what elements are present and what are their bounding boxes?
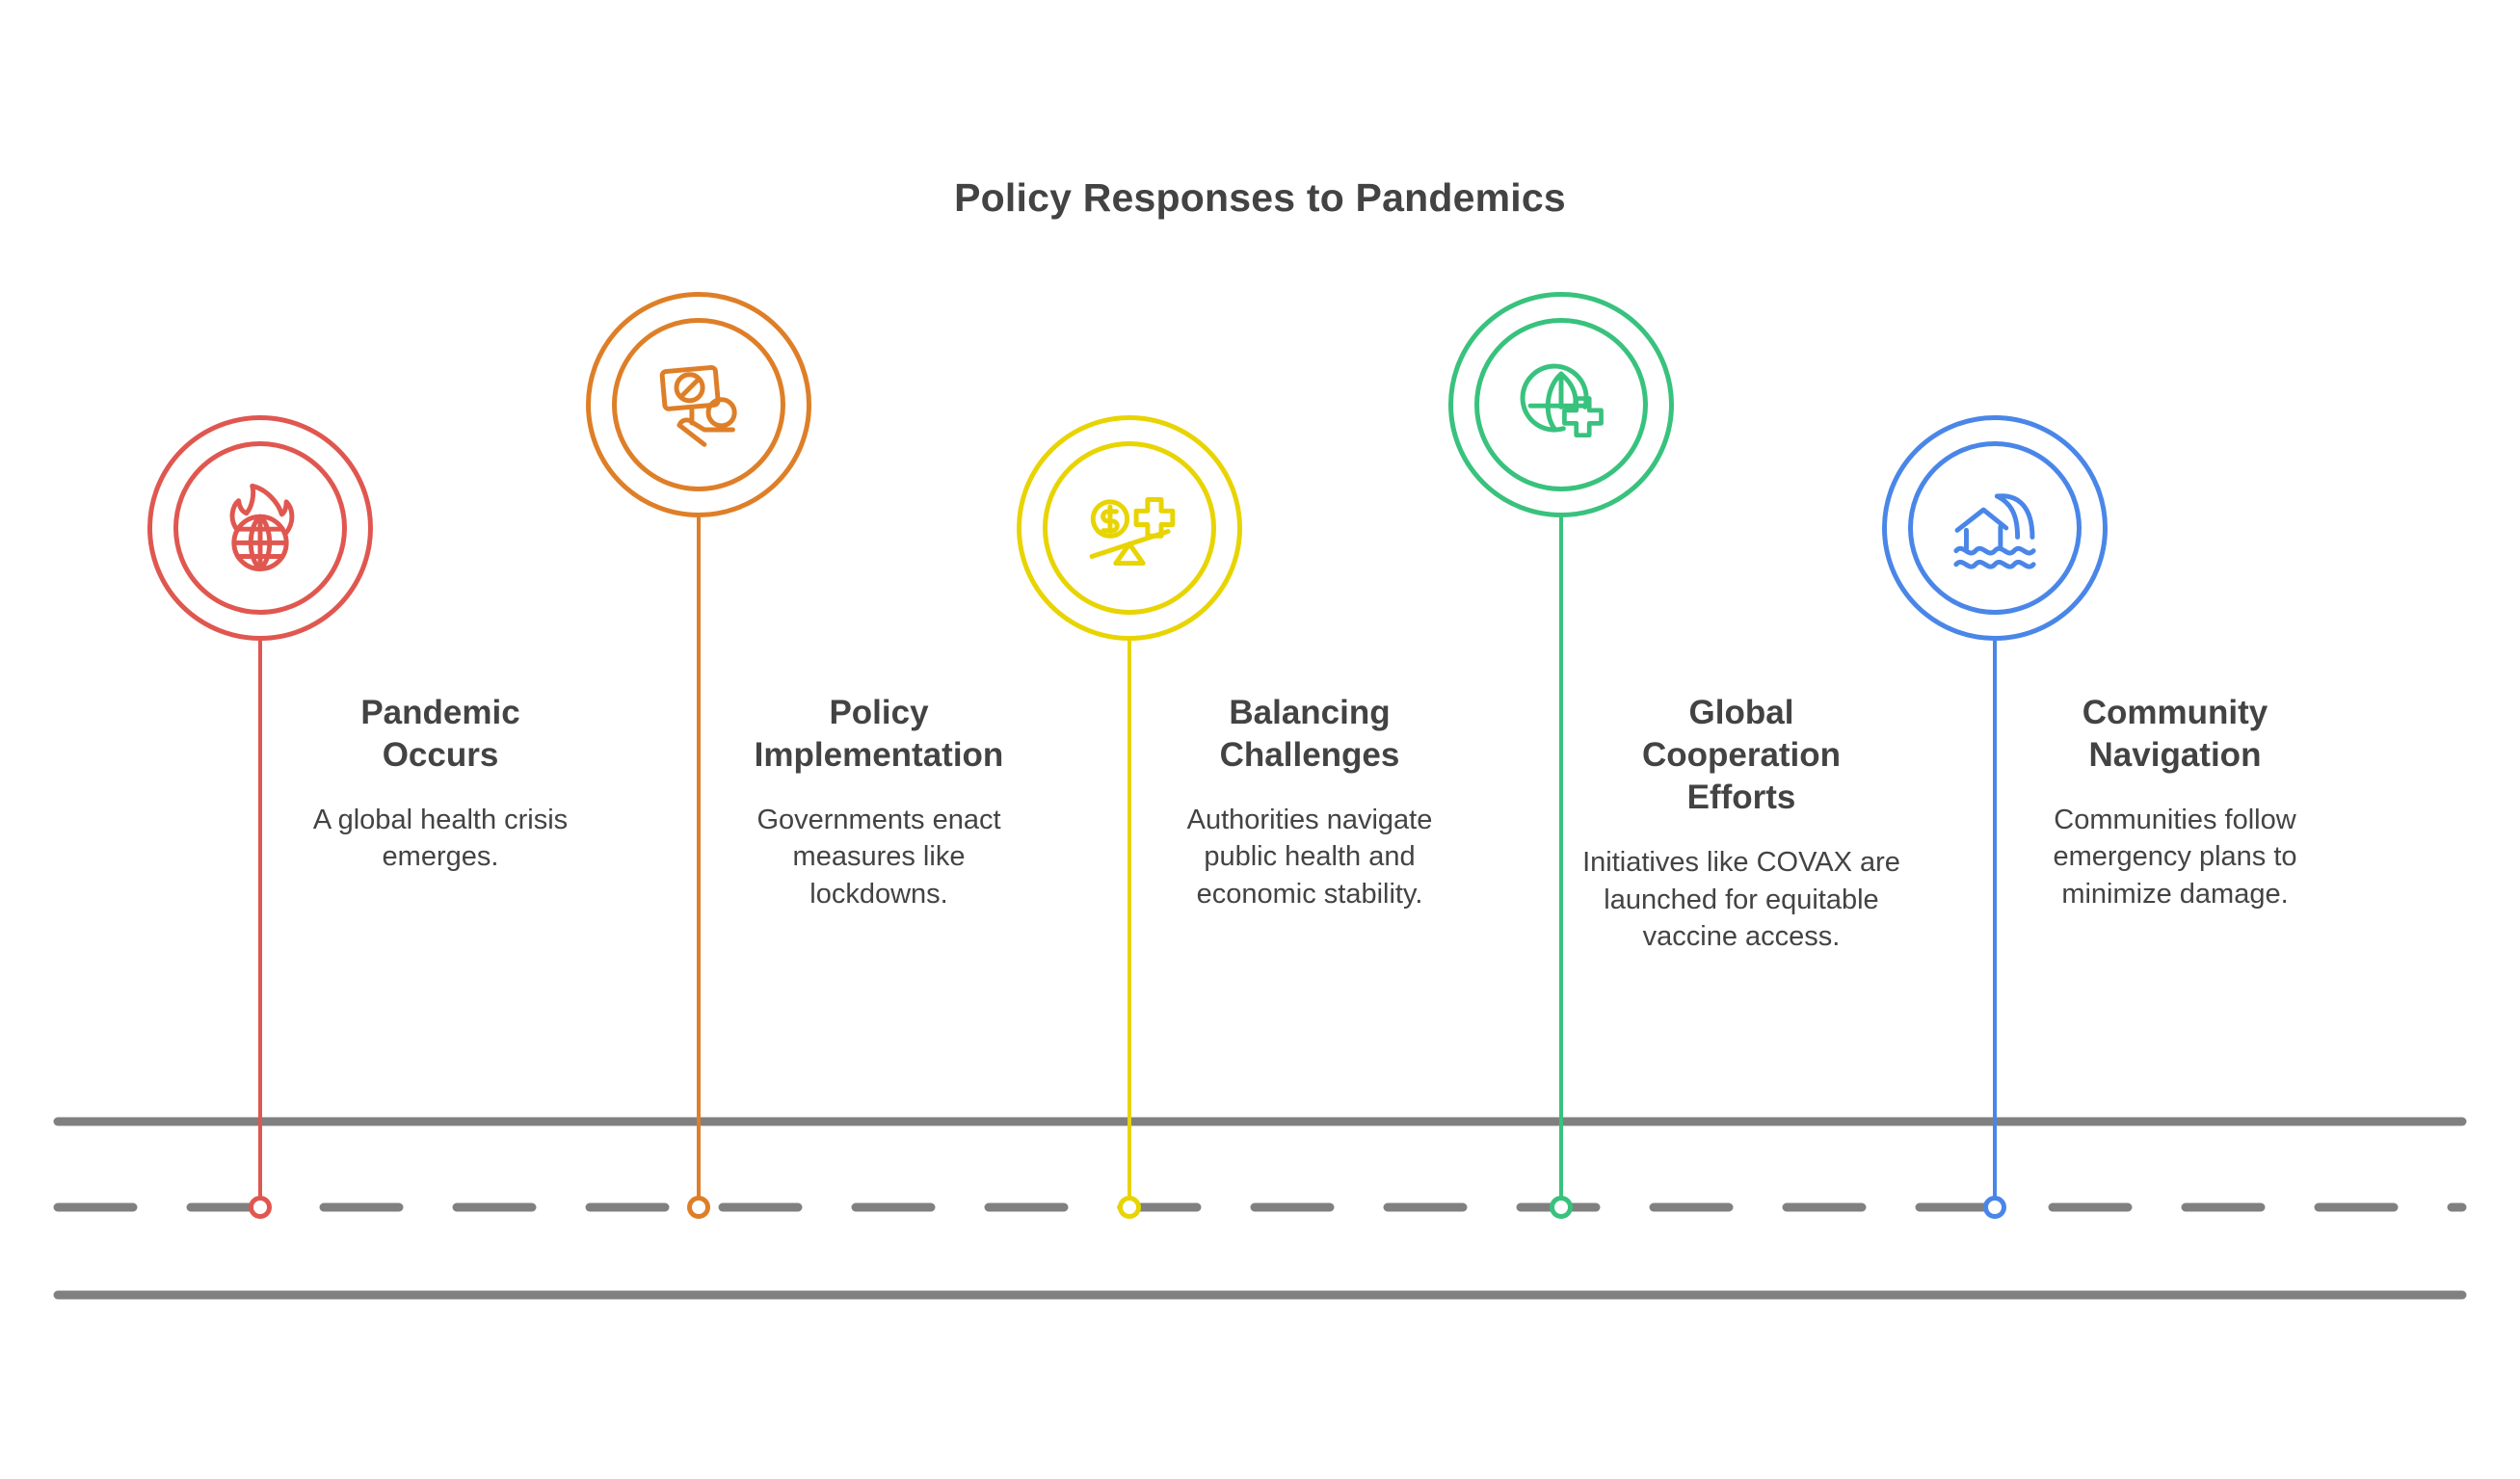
step-title-3: Balancing Challenges bbox=[1219, 694, 1400, 775]
road-marker-2[interactable] bbox=[687, 1196, 710, 1219]
icon-badge-5[interactable] bbox=[1882, 415, 2108, 641]
step-title-5: Community Navigation bbox=[2082, 694, 2268, 775]
step-description-3: Authorities navigate public health and e… bbox=[1186, 805, 1433, 910]
burning-globe-icon bbox=[203, 471, 317, 585]
page-title: Policy Responses to Pandemics bbox=[954, 175, 1566, 220]
step-description-5: Communities follow emergency plans to mi… bbox=[2053, 805, 2297, 910]
icon-badge-3[interactable] bbox=[1017, 415, 1242, 641]
text-block-1: Pandemic Occurs A global health crisis e… bbox=[281, 692, 599, 876]
text-block-4: Global Cooperation Efforts Initiatives l… bbox=[1582, 692, 1900, 955]
text-block-2: Policy Implementation Governments enact … bbox=[720, 692, 1038, 912]
step-title-4: Global Cooperation Efforts bbox=[1641, 694, 1842, 817]
flooded-house-wave-icon bbox=[1938, 471, 2052, 585]
icon-ring-inner-2 bbox=[612, 318, 785, 491]
road-marker-5[interactable] bbox=[1983, 1196, 2006, 1219]
road-marker-1[interactable] bbox=[249, 1196, 272, 1219]
step-title-1: Pandemic Occurs bbox=[360, 694, 520, 775]
icon-badge-2[interactable] bbox=[586, 292, 811, 517]
text-block-3: Balancing Challenges Authorities navigat… bbox=[1151, 692, 1469, 912]
connector-stem-3 bbox=[1127, 641, 1131, 1207]
connector-stem-1 bbox=[258, 641, 262, 1207]
step-title-2: Policy Implementation bbox=[754, 694, 1004, 775]
lockdown-sign-icon bbox=[642, 348, 756, 462]
step-description-2: Governments enact measures like lockdown… bbox=[756, 805, 1001, 910]
connector-stem-4 bbox=[1559, 517, 1563, 1207]
icon-badge-4[interactable] bbox=[1448, 292, 1674, 517]
road-marker-3[interactable] bbox=[1118, 1196, 1141, 1219]
icon-badge-1[interactable] bbox=[147, 415, 373, 641]
icon-ring-inner-3 bbox=[1043, 441, 1216, 615]
money-health-seesaw-icon bbox=[1073, 471, 1186, 585]
icon-ring-inner-5 bbox=[1908, 441, 2082, 615]
connector-stem-5 bbox=[1993, 641, 1997, 1207]
step-description-4: Initiatives like COVAX are launched for … bbox=[1582, 847, 1900, 952]
icon-ring-inner-1 bbox=[173, 441, 347, 615]
road-marker-4[interactable] bbox=[1550, 1196, 1573, 1219]
text-block-5: Community Navigation Communities follow … bbox=[2016, 692, 2334, 912]
globe-medical-cross-icon bbox=[1504, 348, 1618, 462]
step-description-1: A global health crisis emerges. bbox=[312, 805, 569, 873]
connector-stem-2 bbox=[697, 517, 701, 1207]
icon-ring-inner-4 bbox=[1474, 318, 1648, 491]
